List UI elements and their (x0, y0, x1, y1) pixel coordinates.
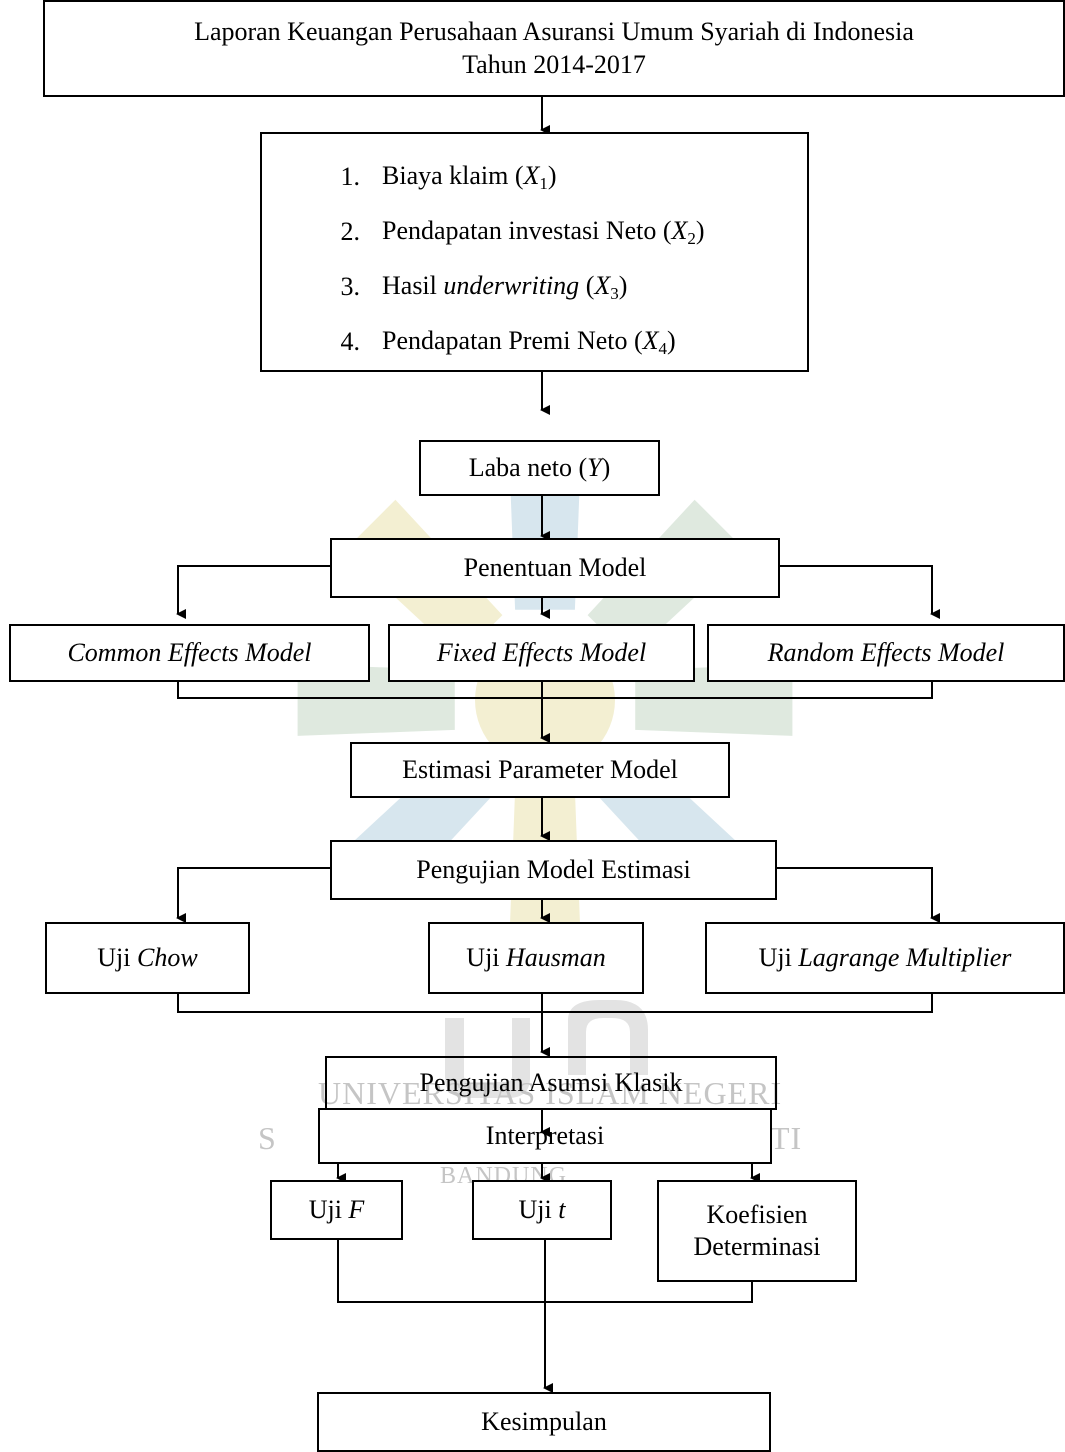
interpretasi-box: Interpretasi (318, 1108, 772, 1164)
merge-tests (177, 992, 933, 1013)
koefisien-determinasi-box: Koefisien Determinasi (657, 1180, 857, 1282)
random-effects-model-box: Random Effects Model (707, 624, 1065, 682)
kesimpulan-box: Kesimpulan (317, 1392, 771, 1452)
uji-f-box: Uji F (270, 1180, 403, 1240)
pengujian-model-box: Pengujian Model Estimasi (330, 840, 777, 900)
variable-list: 1. Biaya klaim (X1) 2. Pendapatan invest… (334, 150, 705, 370)
branch-pengujian-left (176, 867, 330, 923)
merge-models (177, 680, 933, 699)
common-effects-model-box: Common Effects Model (9, 624, 370, 682)
uji-hausman-box: Uji Hausman (428, 922, 644, 994)
estimasi-parameter-box: Estimasi Parameter Model (350, 742, 730, 798)
source-title-line1: Laporan Keuangan Perusahaan Asuransi Umu… (194, 17, 914, 46)
asumsi-klasik-box: Pengujian Asumsi Klasik (325, 1056, 777, 1110)
variable-item-3: 3. Hasil underwriting (X3) (340, 271, 628, 304)
watermark-university-line: UNIVERSITAS ISLAM NEGERI (318, 1075, 783, 1111)
branch-pengujian-right (775, 867, 940, 923)
watermark-ti-fragment: TI (770, 1120, 803, 1156)
branch-penentuan-right (778, 565, 940, 619)
branch-penentuan-left (176, 565, 330, 619)
variable-item-1: 1. Biaya klaim (X1) (340, 161, 557, 194)
uji-chow-box: Uji Chow (45, 922, 250, 994)
fixed-effects-model-box: Fixed Effects Model (388, 624, 695, 682)
source-title-line2: Tahun 2014-2017 (462, 49, 646, 79)
independent-variables-box: 1. Biaya klaim (X1) 2. Pendapatan invest… (260, 132, 809, 372)
variable-item-2: 2. Pendapatan investasi Neto (X2) (340, 216, 705, 249)
uji-t-box: Uji t (472, 1180, 612, 1240)
source-data-box: Laporan Keuangan Perusahaan Asuransi Umu… (43, 0, 1065, 97)
variable-item-4: 4. Pendapatan Premi Neto (X4) (340, 326, 676, 359)
dependent-variable-box: Laba neto (Y) (419, 440, 660, 496)
watermark-s-fragment: S (258, 1120, 277, 1156)
penentuan-model-box: Penentuan Model (330, 538, 780, 598)
uji-lagrange-multiplier-box: Uji Lagrange Multiplier (705, 922, 1065, 994)
